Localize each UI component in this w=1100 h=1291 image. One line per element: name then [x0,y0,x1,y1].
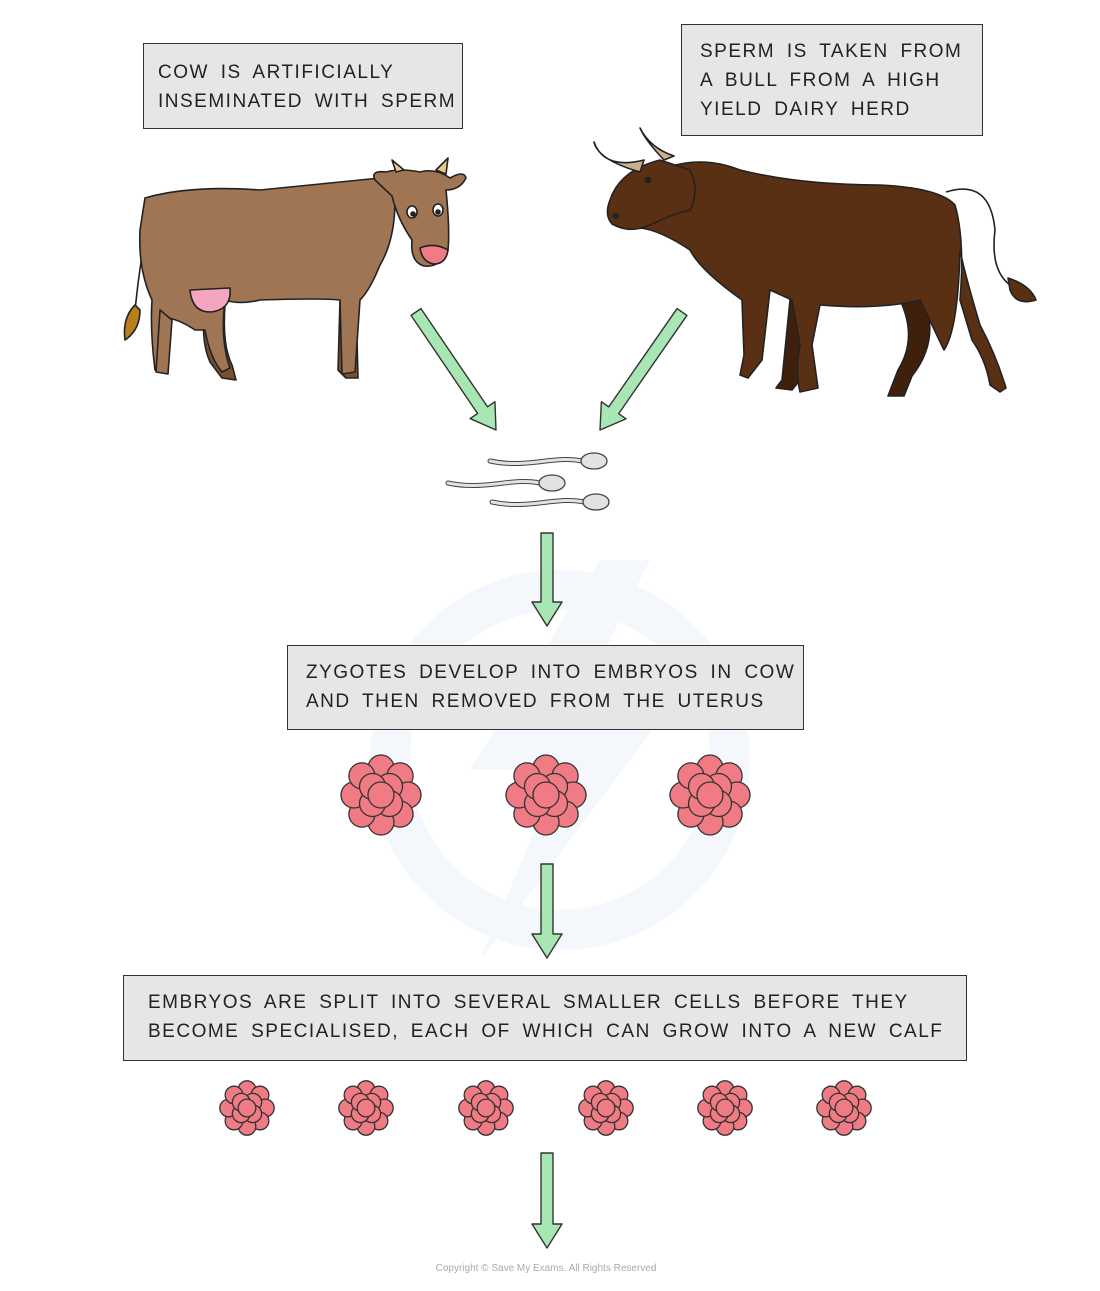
split-caption-line-2: BECOME SPECIALISED, EACH OF WHICH CAN GR… [148,1021,944,1042]
embryo-small [816,1080,872,1136]
zygotes-caption-line-2: AND THEN REMOVED FROM THE UTERUS [306,691,765,712]
embryo-small [458,1080,514,1136]
arrow-sperm-to-zygotes [531,532,563,627]
embryo-clusters [219,754,872,1136]
embryo-small [338,1080,394,1136]
cow-caption-box: COW IS ARTIFICIALLY INSEMINATED WITH SPE… [143,43,463,129]
cow-caption-line-1: COW IS ARTIFICIALLY [158,62,395,83]
copyright-notice: Copyright © Save My Exams. All Rights Re… [435,1263,657,1274]
sperm-cell [487,452,608,470]
watermark-logo [370,560,750,960]
arrow-bull-to-sperm [599,307,688,431]
split-caption-box: EMBRYOS ARE SPLIT INTO SEVERAL SMALLER C… [123,975,967,1061]
sperm-cell [445,474,566,492]
sperm-cell [489,493,610,511]
zygotes-caption-box: ZYGOTES DEVELOP INTO EMBRYOS IN COW AND … [287,645,804,730]
bull-illustration [593,127,1037,397]
embryo-large [340,754,422,836]
bull-caption-line-2: A BULL FROM A HIGH [700,70,941,91]
embryo-large [669,754,751,836]
zygotes-caption-line-1: ZYGOTES DEVELOP INTO EMBRYOS IN COW [306,662,796,683]
embryo-small [697,1080,753,1136]
arrow-to-new-calf [531,1152,563,1249]
cow-caption-line-2: INSEMINATED WITH SPERM [158,91,457,112]
embryo-small [219,1080,275,1136]
bull-caption-line-3: YIELD DAIRY HERD [700,99,911,120]
bull-caption-line-1: SPERM IS TAKEN FROM [700,41,963,62]
embryo-large [505,754,587,836]
sperm-cells [445,452,610,511]
embryo-small [578,1080,634,1136]
split-caption-line-1: EMBRYOS ARE SPLIT INTO SEVERAL SMALLER C… [148,992,909,1013]
cow-illustration [123,157,467,381]
arrow-cow-to-sperm [410,307,497,431]
bull-caption-box: SPERM IS TAKEN FROM A BULL FROM A HIGH Y… [681,24,983,136]
arrow-embryos-to-split [531,863,563,959]
flow-arrows [410,307,688,1249]
